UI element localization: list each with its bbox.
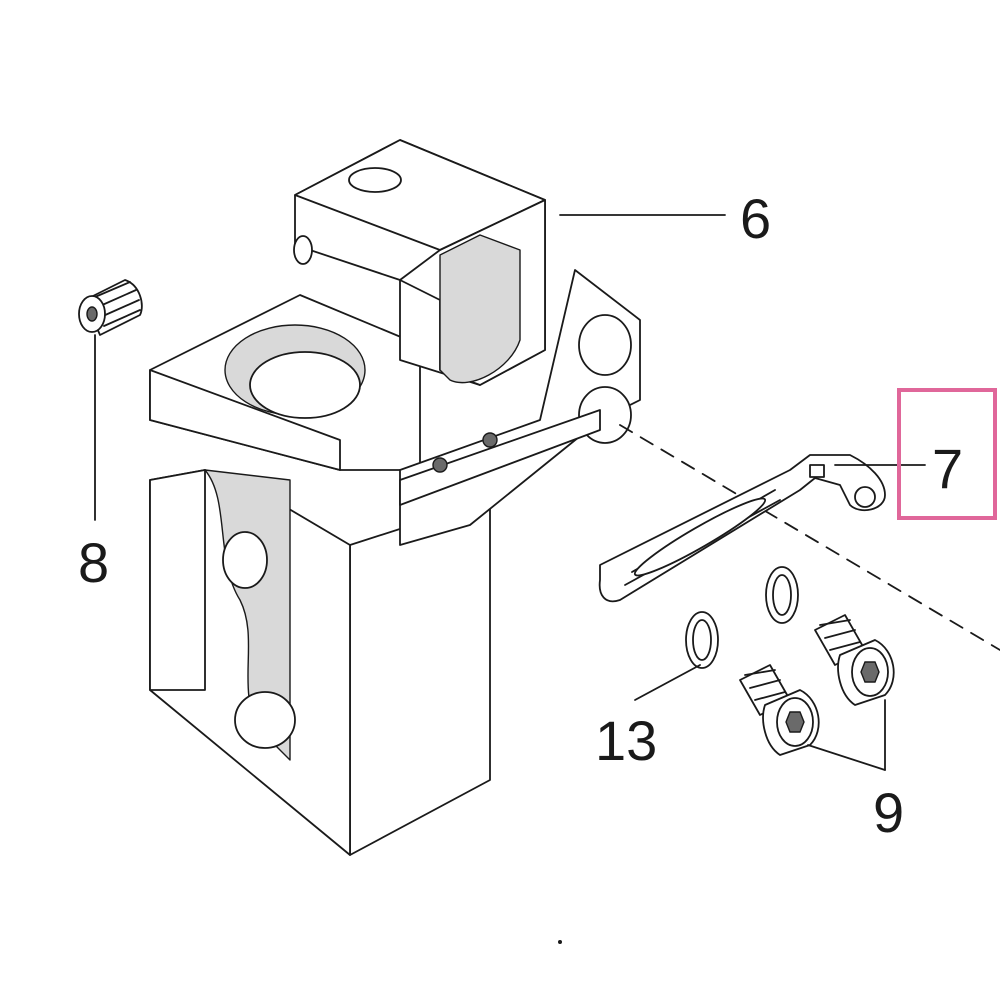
dot-mark <box>558 940 562 944</box>
part-9-cap-screws <box>739 614 895 756</box>
part-7-bracket <box>598 454 886 603</box>
part-8-set-screw <box>78 279 143 336</box>
callout-7: 7 <box>932 437 963 500</box>
callout-9: 9 <box>873 781 904 844</box>
callout-13: 13 <box>595 709 657 772</box>
part-13-washers <box>685 566 799 669</box>
callout-8: 8 <box>78 531 109 594</box>
assembly-axis-line <box>619 424 1000 651</box>
part-6-block <box>149 139 641 856</box>
highlight-box <box>897 388 997 520</box>
leader-lines <box>94 214 926 771</box>
callout-6: 6 <box>740 187 771 250</box>
